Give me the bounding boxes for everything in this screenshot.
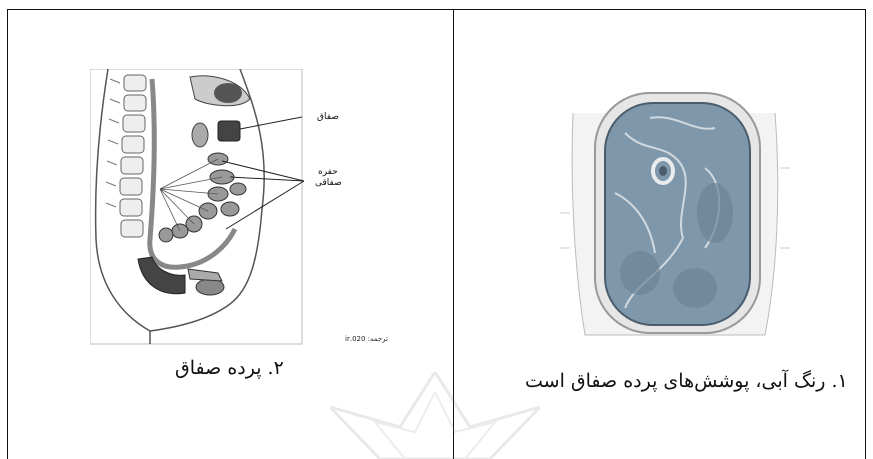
watermark-logo xyxy=(330,372,540,459)
translation-credit: ترجمه: 020.ir xyxy=(345,335,388,343)
table-top-border xyxy=(7,9,866,10)
table-right-border xyxy=(865,9,866,459)
table-left-border xyxy=(7,9,8,459)
abdomen-peritoneum-illustration xyxy=(555,73,795,343)
right-figure-caption: ۱. رنگ آبی، پوشش‌های پرده صفاق است xyxy=(525,370,848,392)
left-figure-caption: ۲. پرده صفاق xyxy=(175,357,284,379)
abdomen-drawing xyxy=(555,73,795,343)
peritoneum-sagittal-diagram xyxy=(90,69,395,349)
label-peritoneal-cavity-line2: صفاقی xyxy=(315,178,342,188)
label-peritoneal-cavity-line1: حفره xyxy=(318,167,338,177)
label-peritoneum: صفاق xyxy=(317,112,339,122)
sagittal-section-drawing xyxy=(90,69,395,349)
